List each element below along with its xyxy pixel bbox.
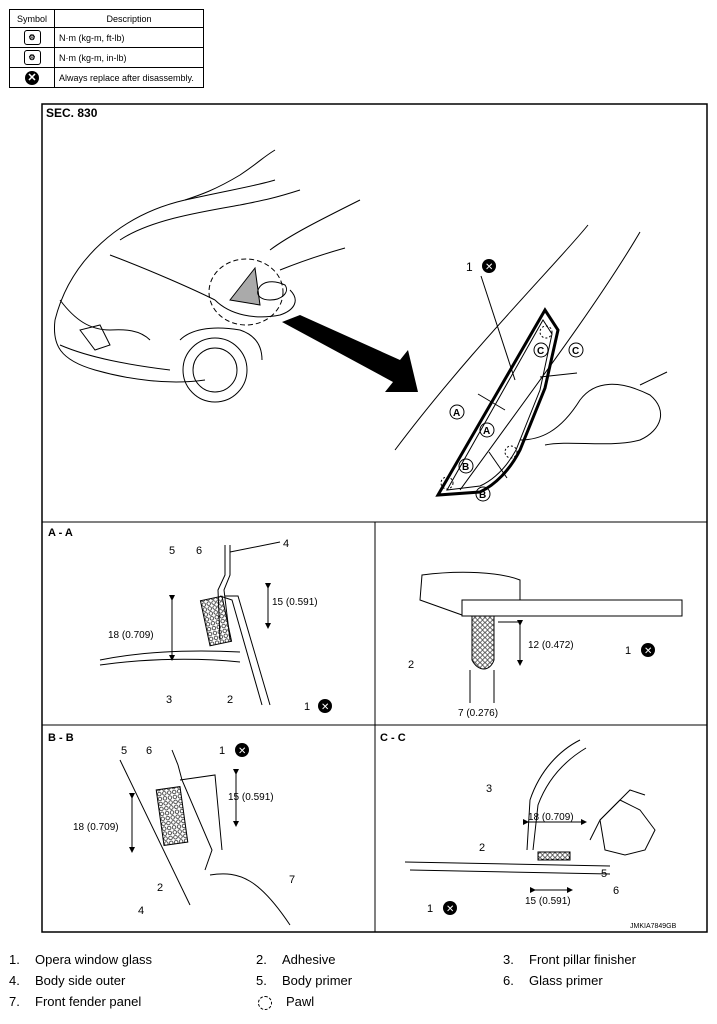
svg-text:18 (0.709): 18 (0.709) [528,812,574,823]
legend-item-5: 5.Body primer [256,973,353,988]
svg-text:2: 2 [157,882,163,894]
svg-text:A: A [483,426,490,437]
svg-text:B - B: B - B [48,732,74,744]
figure-code: JMKIA7849GB [630,923,677,930]
car-illustration [53,149,361,403]
panel-a-a: A - A 18 (0.709) 15 (0.591) 5 6 4 3 2 1 … [48,527,332,713]
svg-text:C: C [537,346,544,357]
svg-text:7: 7 [289,874,295,886]
svg-text:A - A: A - A [48,527,73,539]
legend-item-6: 6.Glass primer [503,973,603,988]
svg-text:15 (0.591): 15 (0.591) [525,896,571,907]
section-label: SEC. 830 [46,106,98,120]
svg-text:B: B [479,490,486,501]
legend-item-pawl: Pawl [256,994,314,1010]
svg-text:5: 5 [169,545,175,557]
replace-x-icon: ✕ [25,70,39,85]
svg-text:✕: ✕ [644,646,652,657]
panel-c-c: C - C 18 (0.709) 15 (0.591) 3 2 5 6 1 ✕ … [380,732,677,930]
svg-text:1: 1 [304,701,310,713]
legend-item-2: 2.Adhesive [256,952,336,967]
legend-item-3: 3.Front pillar finisher [503,952,636,967]
svg-text:✕: ✕ [485,262,493,273]
svg-text:2: 2 [227,694,233,706]
svg-text:C - C: C - C [380,732,406,744]
svg-text:C: C [572,346,579,357]
svg-text:3: 3 [166,694,172,706]
svg-text:18 (0.709): 18 (0.709) [73,822,119,833]
svg-text:15 (0.591): 15 (0.591) [228,792,274,803]
svg-text:7 (0.276): 7 (0.276) [458,708,498,719]
svg-text:A: A [453,408,460,419]
installation-diagram: SEC. 830 1 ✕ [41,103,708,933]
svg-text:✕: ✕ [321,702,329,713]
legend-item-1: 1.Opera window glass [9,952,153,967]
callout-1-main: 1 ✕ [466,259,496,274]
section-callouts: A A B B C C [449,342,584,502]
svg-text:5: 5 [601,868,607,880]
legend-item-4: 4.Body side outer [9,973,126,988]
symbol-table: Symbol Description ⚙ N·m (kg-m, ft-lb) ⚙… [9,9,204,88]
svg-text:B: B [462,462,469,473]
svg-text:1: 1 [625,645,631,657]
panel-b-b: B - B 18 (0.709) 15 (0.591) 5 6 1 ✕ 2 4 … [48,732,295,926]
svg-text:4: 4 [283,538,289,550]
svg-text:✕: ✕ [238,746,246,757]
pawl-icon [258,995,272,1010]
opera-window-detail [394,224,668,497]
torque-wrench-icon: ⚙ [23,30,41,45]
panel-adhesive: 12 (0.472) 7 (0.276) 2 1 ✕ [408,571,683,719]
svg-text:1: 1 [466,260,473,274]
svg-text:1: 1 [427,903,433,915]
svg-text:6: 6 [613,885,619,897]
torque-wrench-small-icon: ⚙ [23,50,41,65]
svg-text:15 (0.591): 15 (0.591) [272,597,318,608]
svg-text:2: 2 [408,659,414,671]
svg-text:12 (0.472): 12 (0.472) [528,640,574,651]
svg-text:✕: ✕ [446,904,454,915]
symbol-desc-3: Always replace after disassembly. [54,67,204,88]
svg-text:4: 4 [138,905,144,917]
detail-arrow [282,315,418,392]
svg-text:6: 6 [146,745,152,757]
detail-circle [208,258,284,326]
svg-text:5: 5 [121,745,127,757]
svg-text:3: 3 [486,783,492,795]
svg-text:6: 6 [196,545,202,557]
svg-text:1: 1 [219,745,225,757]
legend-item-7: 7.Front fender panel [9,994,142,1009]
svg-text:2: 2 [479,842,485,854]
svg-text:18 (0.709): 18 (0.709) [108,630,154,641]
